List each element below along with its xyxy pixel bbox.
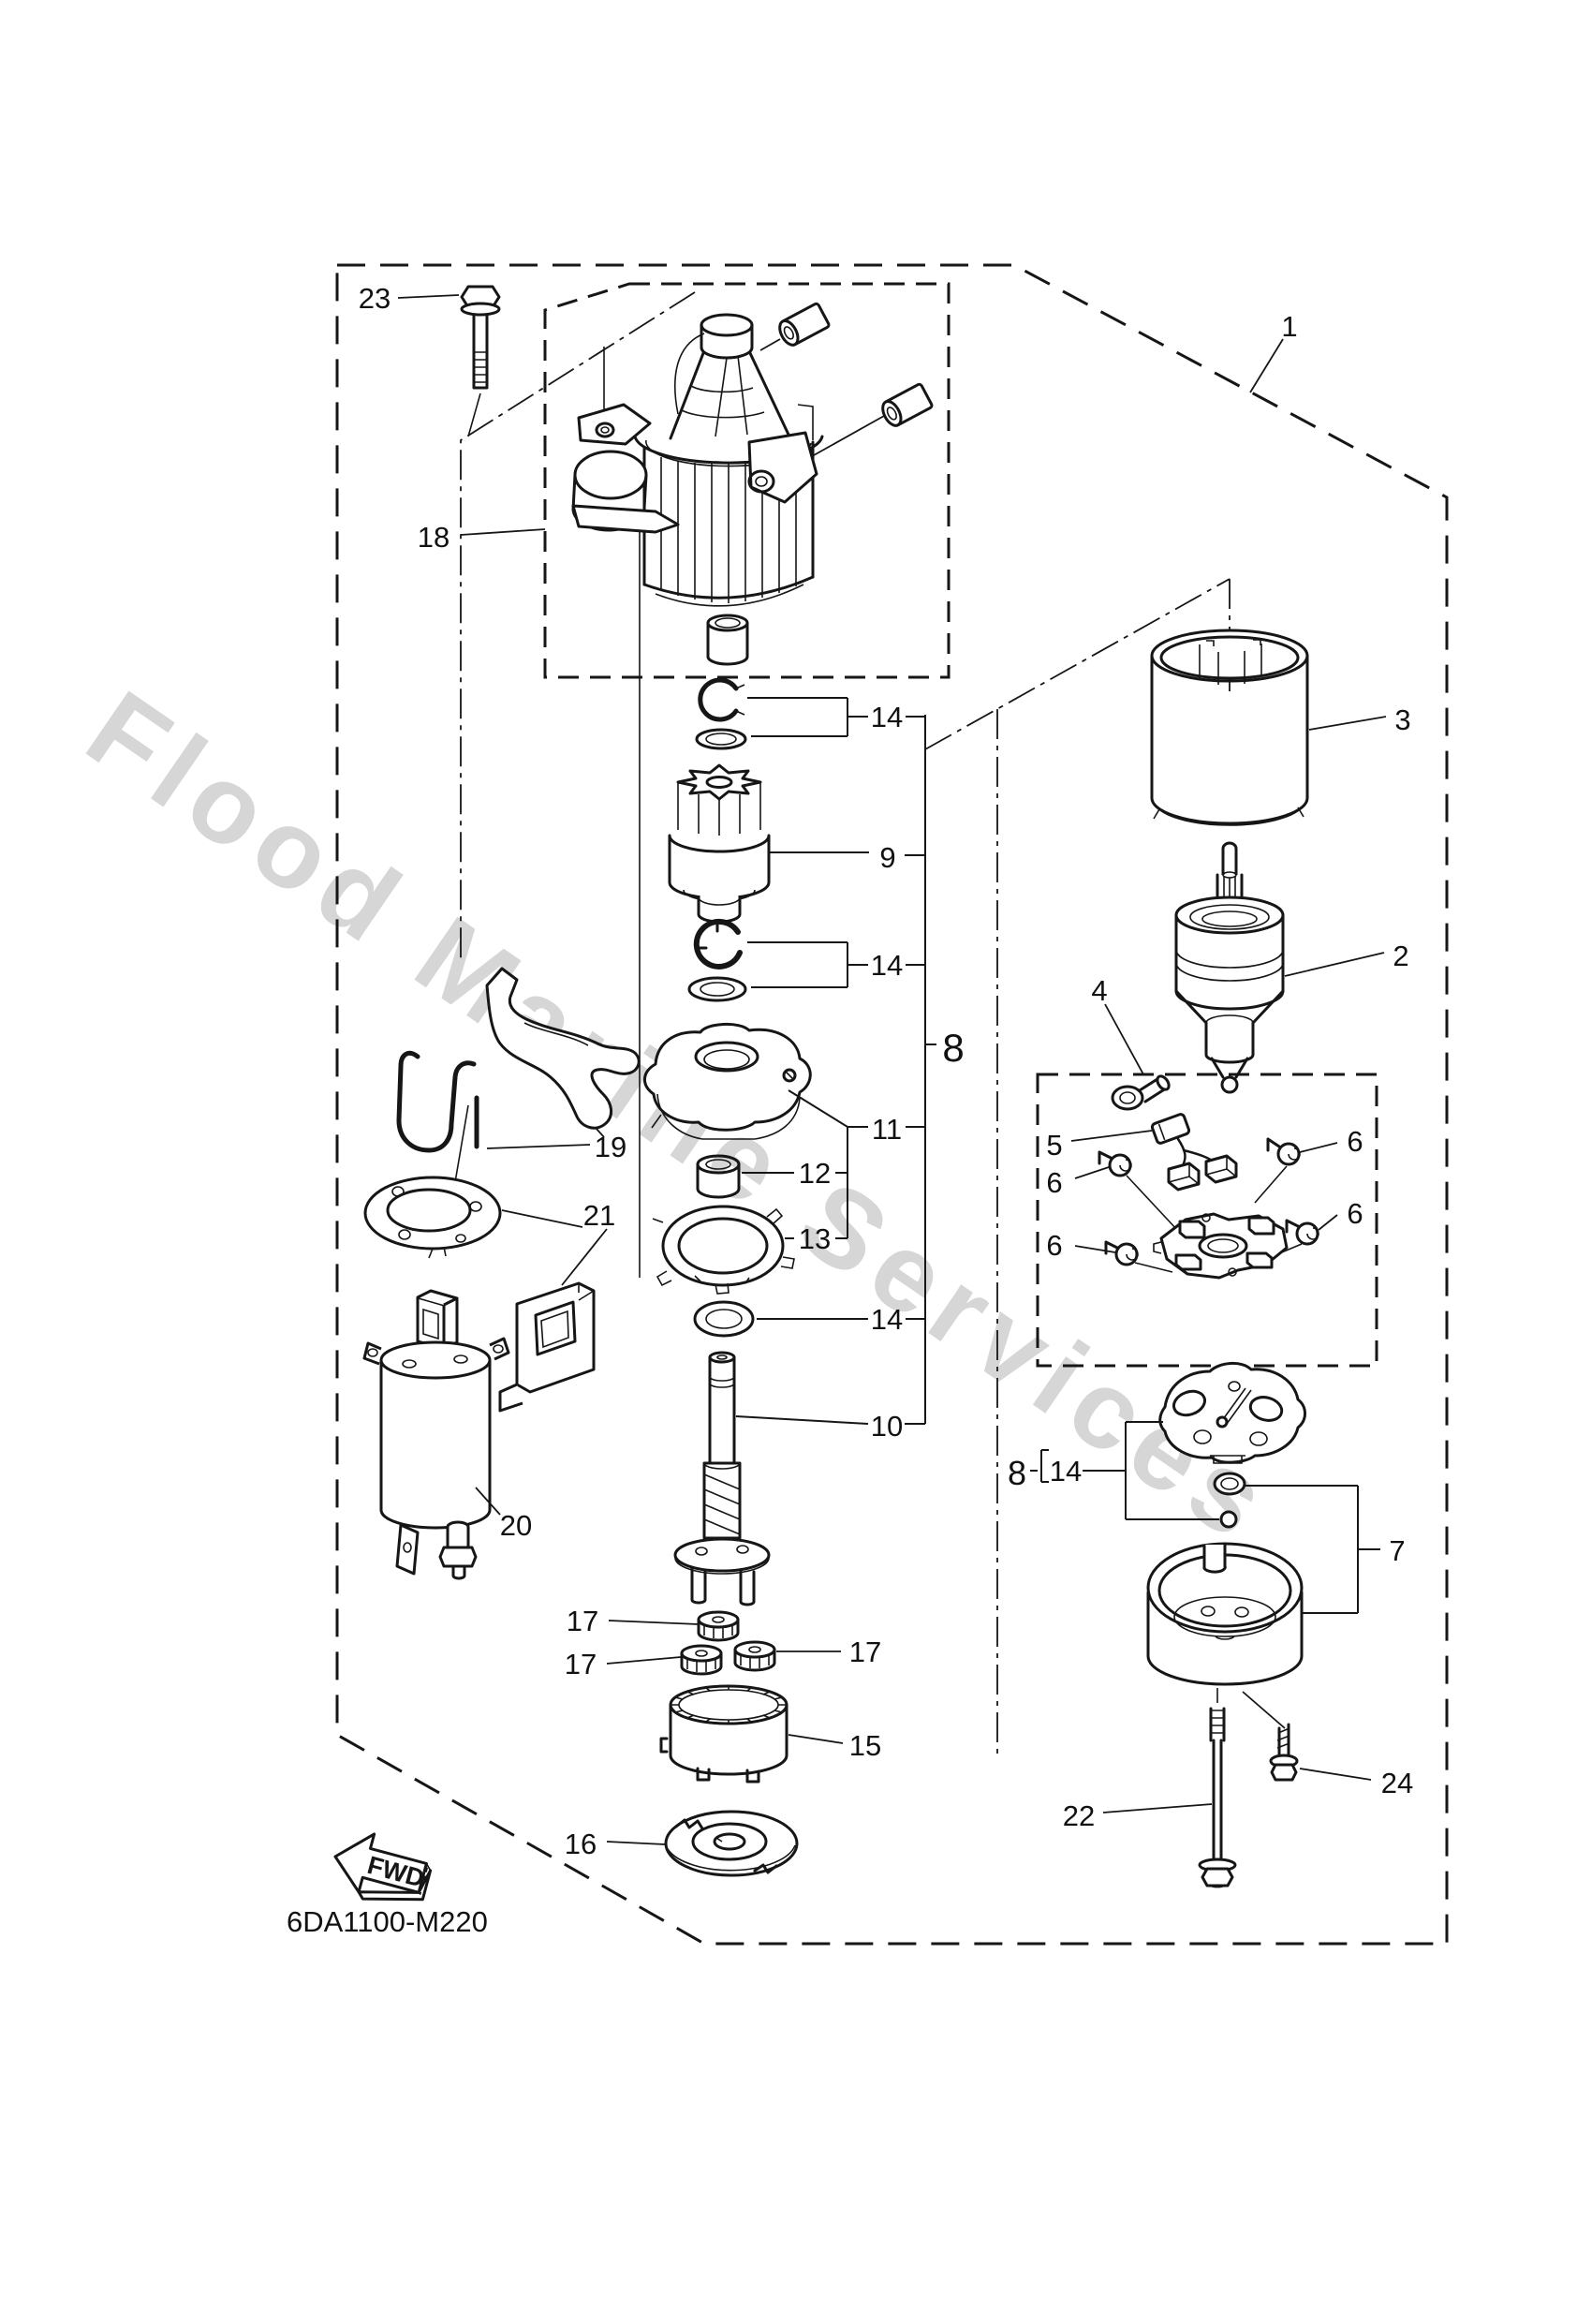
part-callout-10-14: 10 — [871, 1410, 903, 1443]
part-callout-14-19: 14 — [871, 949, 903, 982]
part-callout-9-13: 9 — [879, 841, 895, 874]
through-bolt-22 — [1198, 1707, 1237, 1888]
part-callout-16-22: 16 — [565, 1828, 597, 1860]
part-callout-21-29: 21 — [583, 1199, 615, 1232]
part-callout-13-17: 13 — [799, 1222, 831, 1255]
end-cap-7 — [1146, 1542, 1304, 1703]
starter-motor-assembly-18 — [571, 302, 934, 666]
pinion-gear-9 — [668, 763, 771, 924]
ring-gear-15 — [659, 1684, 788, 1784]
circlip-washer-14a — [695, 677, 747, 750]
fwd-arrow: FWD — [333, 1832, 433, 1902]
armature-2 — [1174, 841, 1285, 1094]
part-callout-17-25: 17 — [849, 1636, 881, 1668]
pinion-stopper-housing-11 — [643, 1023, 812, 1140]
brush-plate — [1158, 1362, 1306, 1464]
grommet-top — [778, 302, 831, 347]
washer-14c — [693, 1300, 755, 1338]
part-callout-4-3: 4 — [1091, 974, 1107, 1007]
part-callout-1-0: 1 — [1281, 310, 1297, 343]
part-callout-12-16: 12 — [799, 1157, 831, 1190]
bolt-23 — [460, 285, 501, 437]
brush-springs-6 — [1098, 1137, 1319, 1266]
outer-assembly-boundary — [335, 263, 1449, 1946]
part-callout-20-28: 20 — [500, 1509, 532, 1542]
part-callout-18-26: 18 — [418, 521, 450, 554]
circlip-washer-14b — [687, 918, 747, 1002]
gasket-21 — [363, 1176, 502, 1259]
part-callout-8-11: 8 — [1008, 1454, 1026, 1492]
part-callout-17-23: 17 — [567, 1605, 598, 1637]
leader-lines — [397, 294, 1387, 1845]
planet-gears-17 — [680, 1610, 776, 1676]
screw-24 — [1269, 1723, 1299, 1782]
mount-bracket-21 — [498, 1281, 596, 1413]
part-callout-7-9: 7 — [1389, 1534, 1405, 1567]
part-callout-14-20: 14 — [871, 1303, 903, 1336]
part-callout-3-2: 3 — [1394, 703, 1410, 736]
bushing-washer-14d — [1213, 1472, 1246, 1529]
part-callout-14-12: 14 — [1050, 1455, 1082, 1488]
part-callout-6-8: 6 — [1347, 1197, 1363, 1230]
part-callout-23-31: 23 — [359, 282, 391, 315]
diagram-code: 6DA1100-M220 — [287, 1905, 488, 1938]
part-callout-22-30: 22 — [1063, 1799, 1095, 1832]
part-callout-17-24: 17 — [565, 1648, 597, 1680]
armature-shaft-10 — [673, 1351, 771, 1606]
bushing-12 — [696, 1154, 741, 1199]
brush-kit-box — [1036, 1073, 1378, 1368]
thrust-plate-16 — [664, 1810, 799, 1877]
stopper-ring-13 — [652, 1205, 795, 1295]
brush-holder-4 — [1126, 1165, 1303, 1280]
lever-spring — [396, 1050, 479, 1153]
part-callout-5-4: 5 — [1046, 1129, 1062, 1162]
brush-set-5 — [1111, 1074, 1238, 1192]
part-callout-15-21: 15 — [849, 1729, 881, 1762]
part-callout-11-15: 11 — [872, 1113, 902, 1146]
part-callout-6-6: 6 — [1046, 1166, 1062, 1199]
part-callout-6-7: 6 — [1046, 1229, 1062, 1262]
part-callout-6-5: 6 — [1347, 1125, 1363, 1158]
shift-lever-19 — [485, 967, 641, 1130]
starter-assembly-box — [543, 282, 951, 679]
part-callout-2-1: 2 — [1393, 940, 1408, 972]
grommet-right — [881, 382, 934, 427]
part-callout-14-18: 14 — [871, 701, 903, 733]
solenoid-20 — [362, 1289, 510, 1580]
part-callout-24-32: 24 — [1381, 1767, 1413, 1799]
part-callout-8-10: 8 — [942, 1026, 964, 1070]
yoke-housing-3 — [1150, 629, 1309, 826]
part-callout-19-27: 19 — [595, 1131, 626, 1163]
